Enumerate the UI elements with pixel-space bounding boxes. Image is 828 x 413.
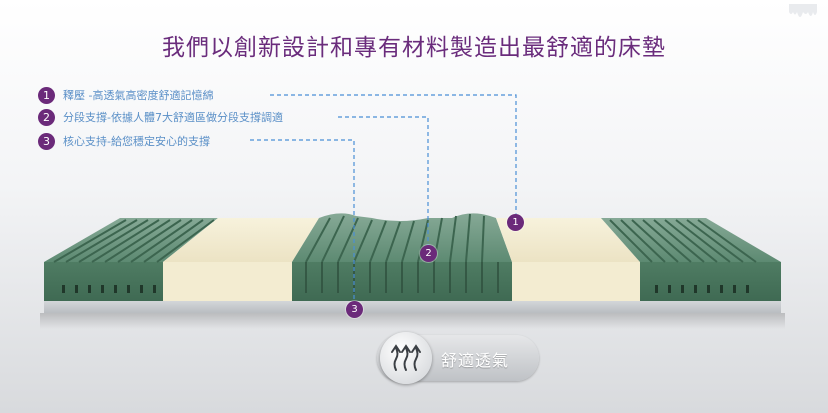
middle-foam-grooves	[305, 262, 499, 293]
right-foam-slots	[655, 285, 749, 293]
left-foam-ridges	[53, 219, 215, 263]
right-memory-foam-front	[512, 262, 640, 301]
mattress-shadow	[40, 313, 785, 329]
mattress-base	[44, 301, 781, 313]
feature-1: 1 釋壓 -高透氣高密度舒適記憶綿	[38, 86, 213, 104]
marker-1: 1	[507, 214, 524, 231]
badge-icon-wrap	[380, 332, 432, 384]
feature-2: 2 分段支撐-依據人體7大舒適區做分段支撐調適	[38, 108, 283, 126]
feature-2-number: 2	[38, 108, 55, 126]
left-foam-slots	[62, 285, 156, 293]
left-memory-foam-front	[163, 262, 292, 301]
airflow-arrows-icon	[391, 344, 421, 371]
right-foam-ridges	[609, 219, 757, 263]
middle-foam-ridges	[305, 213, 485, 263]
feature-3: 3 核心支持-給您穩定安心的支撐	[38, 132, 210, 150]
marker-3: 3	[346, 301, 363, 318]
feature-3-number: 3	[38, 132, 55, 150]
page-title: 我們以創新設計和專有材料製造出最舒適的床墊	[162, 35, 666, 61]
logo-icon	[789, 4, 817, 17]
badge-label: 舒適透氣	[441, 351, 510, 370]
feature-1-number: 1	[38, 86, 55, 104]
right-memory-foam-top	[496, 218, 640, 262]
leader-lines	[250, 94, 517, 302]
marker-2: 2	[420, 245, 437, 262]
feature-2-text: 分段支撐-依據人體7大舒適區做分段支撐調適	[63, 111, 283, 124]
feature-3-text: 核心支持-給您穩定安心的支撐	[63, 135, 210, 148]
left-memory-foam-top	[163, 218, 319, 262]
left-foam-top	[44, 218, 218, 262]
feature-1-text: 釋壓 -高透氣高密度舒適記憶綿	[63, 89, 214, 102]
left-foam-front	[44, 262, 163, 301]
middle-foam-top	[292, 213, 512, 262]
breathable-badge: 舒適透氣	[377, 332, 539, 384]
right-foam-front	[640, 262, 781, 301]
